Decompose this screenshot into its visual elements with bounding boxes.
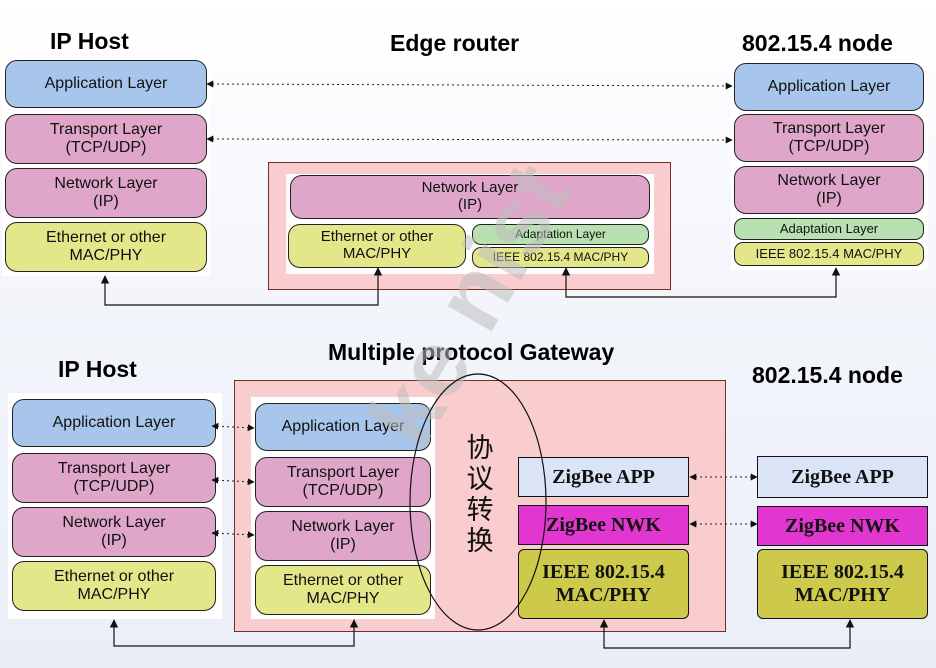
top-ip-host-link-layer: Ethernet or other MAC/PHY bbox=[5, 222, 207, 272]
top-node-transport-layer: Transport Layer (TCP/UDP) bbox=[734, 114, 924, 162]
bottom-ip-host-transport-layer: Transport Layer (TCP/UDP) bbox=[12, 453, 216, 503]
top-ip-host-title: IP Host bbox=[50, 28, 129, 54]
gateway-zigbee-phy: IEEE 802.15.4 MAC/PHY bbox=[518, 549, 689, 619]
top-app-peer-link bbox=[206, 80, 733, 90]
protocol-conversion-ellipse bbox=[409, 373, 547, 631]
top-node-mac-phy: IEEE 802.15.4 MAC/PHY bbox=[734, 242, 924, 266]
top-node-adaptation-layer: Adaptation Layer bbox=[734, 218, 924, 240]
gateway-link-layer: Ethernet or other MAC/PHY bbox=[255, 565, 431, 615]
bottom-transport-peer-link bbox=[211, 476, 255, 486]
top-node-stack: Application Layer Transport Layer (TCP/U… bbox=[731, 58, 928, 270]
edge-router-link-layer: Ethernet or other MAC/PHY bbox=[288, 224, 466, 268]
edge-router-title: Edge router bbox=[390, 30, 520, 56]
edge-router-network-layer: Network Layer (IP) bbox=[290, 175, 650, 219]
top-ip-host-transport-layer: Transport Layer (TCP/UDP) bbox=[5, 114, 207, 164]
gateway-transport-layer: Transport Layer (TCP/UDP) bbox=[255, 457, 431, 507]
gateway-ip-stack: Application Layer Transport Layer (TCP/U… bbox=[251, 397, 435, 619]
top-ip-host-stack: Application Layer Transport Layer (TCP/U… bbox=[2, 56, 210, 276]
bottom-ip-host-application-layer: Application Layer bbox=[12, 399, 216, 447]
top-node-title: 802.15.4 node bbox=[742, 30, 893, 56]
edge-router-adaptation-layer: Adaptation Layer bbox=[472, 224, 649, 245]
bottom-node-title: 802.15.4 node bbox=[752, 362, 903, 388]
bottom-node-zigbee-app: ZigBee APP bbox=[757, 456, 928, 498]
gateway-zigbee-app: ZigBee APP bbox=[518, 457, 689, 497]
top-host-router-physical-link bbox=[100, 267, 383, 306]
gateway-network-layer: Network Layer (IP) bbox=[255, 511, 431, 561]
top-ip-host-network-layer: Network Layer (IP) bbox=[5, 168, 207, 218]
gateway-zigbee-nwk: ZigBee NWK bbox=[518, 505, 689, 545]
bottom-ip-host-network-layer: Network Layer (IP) bbox=[12, 507, 216, 557]
gateway-box: Application Layer Transport Layer (TCP/U… bbox=[234, 380, 726, 632]
edge-router-stack: Network Layer (IP) Ethernet or other MAC… bbox=[286, 174, 654, 274]
top-router-node-physical-link bbox=[561, 267, 841, 298]
bottom-node-zigbee-nwk: ZigBee NWK bbox=[757, 506, 928, 546]
protocol-conversion-label: 协 议 转 换 bbox=[466, 433, 494, 557]
bottom-ip-host-link-layer: Ethernet or other MAC/PHY bbox=[12, 561, 216, 611]
gateway-application-layer: Application Layer bbox=[255, 403, 431, 451]
bottom-node-zigbee-phy: IEEE 802.15.4 MAC/PHY bbox=[757, 549, 928, 619]
gateway-title: Multiple protocol Gateway bbox=[328, 339, 615, 365]
bottom-app-peer-link bbox=[211, 422, 255, 432]
bottom-gateway-node-physical-link bbox=[599, 619, 855, 649]
bottom-ip-host-title: IP Host bbox=[58, 356, 137, 382]
bottom-ip-host-stack: Application Layer Transport Layer (TCP/U… bbox=[8, 393, 222, 619]
edge-router-mac-phy: IEEE 802.15.4 MAC/PHY bbox=[472, 247, 649, 268]
top-transport-peer-link bbox=[206, 135, 733, 144]
bottom-network-peer-link bbox=[211, 529, 255, 539]
bottom-host-gateway-physical-link bbox=[109, 619, 359, 647]
top-node-network-layer: Network Layer (IP) bbox=[734, 166, 924, 214]
top-node-application-layer: Application Layer bbox=[734, 63, 924, 111]
